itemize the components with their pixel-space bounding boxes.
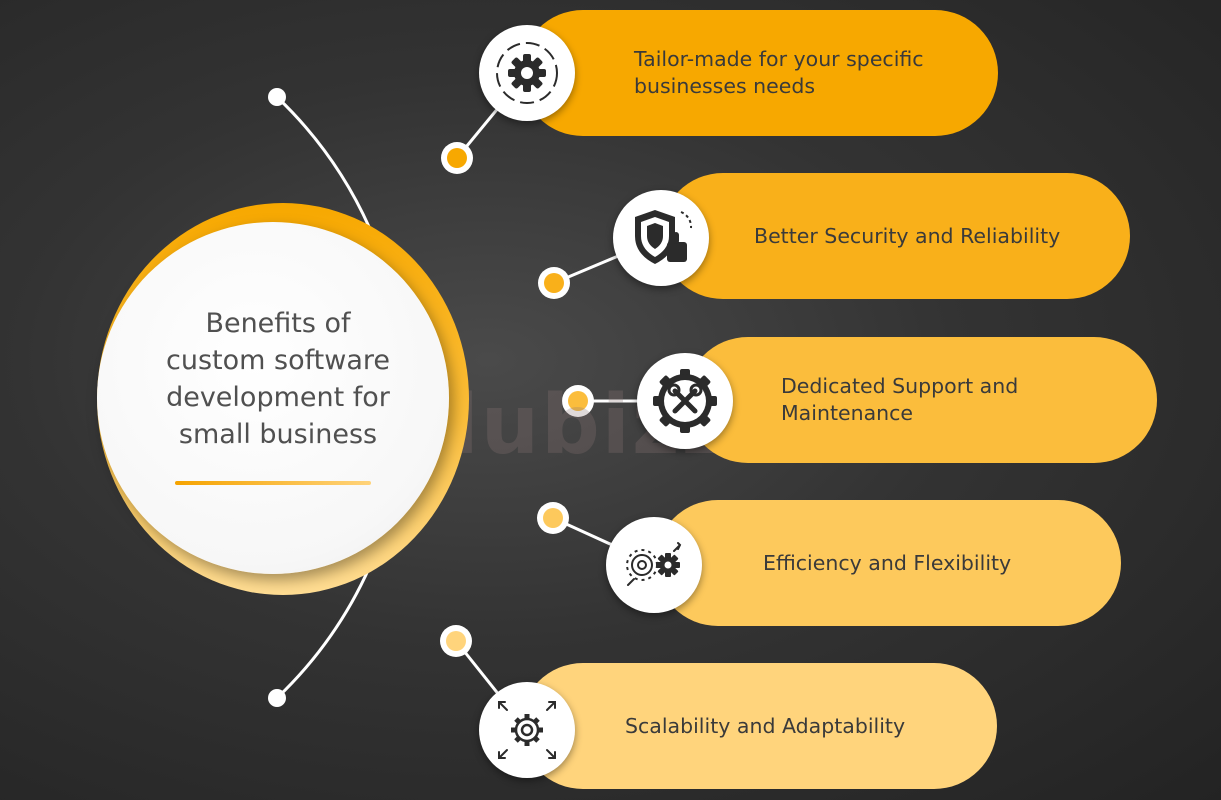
arc-end-dot <box>268 689 286 707</box>
benefit-pill-efficiency: Efficiency and Flexibility <box>655 500 1121 626</box>
benefit-pill-security: Better Security and Reliability <box>660 173 1130 299</box>
arc-node <box>562 385 594 417</box>
arc-node <box>537 502 569 534</box>
center-title-line: small business <box>178 419 378 450</box>
benefit-label: Scalability and Adaptability <box>625 713 906 738</box>
benefit-pill-support: Dedicated Support and Maintenance <box>685 337 1157 463</box>
shield-thumbs-up-icon <box>613 190 709 286</box>
arc-node <box>440 625 472 657</box>
tools-gear-icon <box>637 353 733 449</box>
center-title-line: Benefits of <box>205 308 351 339</box>
arc-end-dot <box>268 88 286 106</box>
gears-arrows-icon <box>606 517 702 613</box>
arc-node <box>538 267 570 299</box>
center-title-underline <box>175 481 371 485</box>
center-title: Benefits of custom software development … <box>120 305 436 453</box>
benefit-pill-scalability: Scalability and Adaptability <box>520 663 997 789</box>
scalable-gear-icon <box>479 682 575 778</box>
benefit-label: Efficiency and Flexibility <box>763 550 1012 575</box>
gear-icon <box>479 25 575 121</box>
benefit-label: Tailor-made for your specific businesses… <box>634 47 924 98</box>
center-title-line: development for <box>166 382 390 413</box>
center-circle <box>97 222 449 574</box>
center-title-line: custom software <box>166 345 390 376</box>
arc-node <box>441 142 473 174</box>
benefit-label: Dedicated Support and Maintenance <box>781 374 1019 425</box>
benefit-label: Better Security and Reliability <box>754 223 1061 248</box>
benefit-pill-tailor-made: Tailor-made for your specific businesses… <box>520 10 998 136</box>
